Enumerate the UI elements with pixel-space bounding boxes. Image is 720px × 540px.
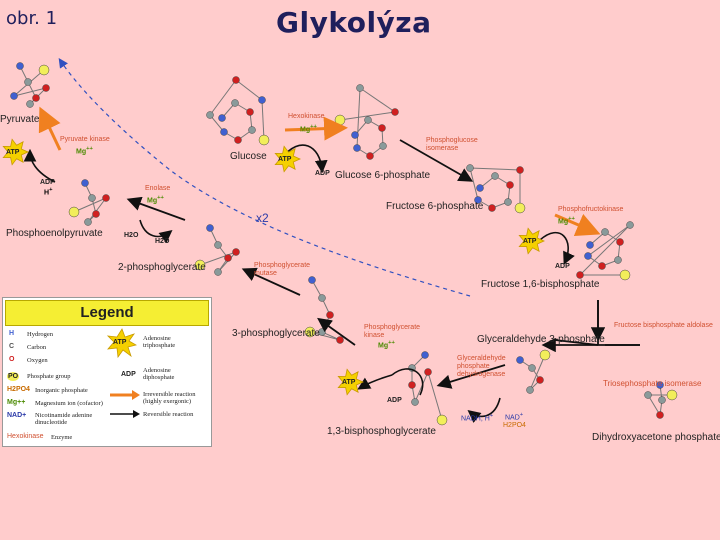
adp-pfk: ADP — [555, 263, 570, 270]
pi-gapdh: H2PO4 — [503, 422, 526, 429]
molecule-glucose — [206, 76, 270, 146]
legend-enzyme-label: Enzyme — [51, 434, 73, 441]
legend-oxygen-symbol: O — [9, 356, 15, 363]
legend-hydrogen-label: Hydrogen — [27, 331, 53, 338]
label-pyruvate: Pyruvate — [0, 114, 40, 125]
legend-title: Legend — [5, 300, 209, 326]
molecule-pep — [68, 179, 110, 226]
curve-enolase-water — [139, 219, 173, 243]
atp-label-pgk: ATP — [342, 379, 356, 386]
enzyme-hexokinase: Hexokinase — [288, 113, 325, 120]
nadh-gapdh: NADH, H+ — [461, 413, 494, 423]
legend-reversible-arrow-icon — [110, 410, 140, 418]
mg-enolase: Mg++ — [147, 195, 164, 205]
adp-hexokinase: ADP — [315, 170, 330, 177]
arrow-mutase — [241, 267, 301, 296]
mg-pfk: Mg++ — [558, 216, 575, 226]
atp-burst-pgk — [337, 368, 364, 396]
arrow-hexokinase — [284, 116, 348, 141]
legend-phosphate-label: Phosphate group — [27, 373, 71, 380]
legend-enzyme-symbol: Hexokinase — [7, 433, 44, 440]
enzyme-fructose-bisphosphate-aldolase: Fructose bisphosphate aldolase — [614, 322, 713, 329]
curve-pgk-atp — [357, 374, 393, 390]
mg-hexokinase: Mg++ — [300, 124, 317, 134]
atp-label-pyruvate-kinase: ATP — [6, 149, 20, 156]
legend-carbon-symbol: C — [9, 343, 15, 350]
molecule-gap — [516, 349, 551, 394]
enzyme-phosphoglucose-isomerase: Phosphoglucose isomerase — [426, 137, 478, 152]
legend-nad-symbol: NAD+ — [7, 412, 27, 419]
molecule-g6p — [334, 84, 399, 160]
label-fructose-1-6-bisphosphate: Fructose 1,6-bisphosphate — [481, 279, 600, 290]
legend-panel: Legend H Hydrogen C Carbon O Oxygen PO P… — [2, 297, 212, 447]
water-enolase-1: H2O — [124, 232, 139, 239]
adp-pgk: ADP — [387, 397, 402, 404]
legend-phosphate-symbol: PO — [7, 372, 20, 381]
curve-pgk-adp — [391, 368, 424, 396]
legend-hydrogen-symbol: H — [9, 330, 15, 337]
label-dihydroxyacetone-phosphate: Dihydroxyacetone phosphate — [592, 432, 720, 443]
legend-atp-burst-icon — [107, 328, 137, 358]
mg-pyruvate-kinase: Mg++ — [76, 146, 93, 156]
figure-label: obr. 1 — [6, 8, 58, 29]
atp-burst-pfk — [518, 227, 545, 255]
curve-pk-atp — [23, 148, 56, 183]
legend-atp-symbol: ATP — [113, 339, 127, 346]
legend-oxygen-label: Oxygen — [27, 357, 48, 364]
label-glyceraldehyde-3-phosphate: Glyceraldehyde 3-phosphate — [477, 334, 605, 345]
legend-carbon-label: Carbon — [27, 344, 47, 351]
mg-pgk: Mg++ — [378, 340, 395, 350]
enzyme-phosphoglycerate-mutase: Phosphoglycerate mutase — [254, 262, 311, 277]
multiplier-x2: x2 — [256, 211, 269, 225]
legend-pi-label: Inorganic phosphate — [35, 387, 88, 394]
molecule-bpg13 — [408, 351, 448, 426]
molecule-f16bp — [576, 221, 634, 281]
atp-burst-pk — [2, 138, 29, 166]
legend-nad-label: Nicotinamide adenine dinucleotide — [35, 412, 93, 426]
enzyme-triosephosphate-isomerase: Triosephosphate isomerase — [603, 379, 702, 388]
label-fructose-6-phosphate: Fructose 6-phosphate — [386, 201, 484, 212]
label-glucose: Glucose — [230, 151, 267, 162]
molecule-pg2 — [194, 224, 240, 276]
legend-mg-label: Magnesium ion (cofactor) — [35, 400, 103, 407]
enzyme-enolase: Enolase — [145, 185, 171, 192]
slide-title: Glykolýza — [276, 6, 432, 39]
legend-pi-symbol: H2PO4 — [7, 386, 30, 393]
pathway-guide-curve — [58, 58, 471, 297]
label-phosphoenolpyruvate: Phosphoenolpyruvate — [6, 228, 103, 239]
molecule-dhap — [644, 381, 678, 419]
nad-gapdh: NAD+ — [505, 412, 524, 422]
legend-atp-label: Adenosine triphosphate — [143, 335, 176, 349]
arrow-phosphofructokinase — [554, 213, 601, 237]
legend-reversible-label: Reversible reaction — [143, 411, 194, 418]
arrow-pyruvate-kinase — [38, 106, 62, 151]
enzyme-gapdh: Glyceraldehyde phosphate dehydrogenase — [457, 355, 506, 378]
arrow-enolase — [126, 196, 186, 221]
label-2-phosphoglycerate: 2-phosphoglycerate — [118, 262, 206, 273]
enzyme-pyruvate-kinase: Pyruvate kinase — [60, 136, 110, 143]
arrow-isomerase — [399, 139, 474, 182]
label-3-phosphoglycerate: 3-phosphoglycerate — [232, 328, 320, 339]
label-1-3-bisphosphoglycerate: 1,3-bisphosphoglycerate — [327, 426, 436, 437]
enzyme-phosphoglycerate-kinase: Phosphoglycerate kinase — [364, 324, 421, 339]
legend-mg-symbol: Mg++ — [7, 399, 26, 406]
legend-adp-label: Adenosine diphosphate — [143, 367, 175, 381]
legend-adp-symbol: ADP — [121, 371, 136, 378]
adp-pyruvate-kinase: ADP — [40, 179, 55, 186]
arrow-gapdh — [436, 364, 506, 389]
h-plus-pyruvate-kinase: H+ — [44, 187, 53, 197]
enzyme-phosphofructokinase: Phosphofructokinase — [558, 206, 624, 213]
water-enolase-2: H2O — [155, 238, 170, 245]
curve-gapdh-nad — [467, 397, 501, 423]
legend-irreversible-arrow-icon — [110, 390, 140, 400]
atp-label-hexokinase: ATP — [278, 156, 292, 163]
curve-pfk-atp — [539, 232, 575, 265]
label-glucose-6-phosphate: Glucose 6-phosphate — [335, 170, 431, 181]
atp-burst-hk — [274, 145, 301, 173]
molecule-pyr — [10, 62, 50, 108]
atp-label-pfk: ATP — [523, 238, 537, 245]
legend-irreversible-label: Irreversible reaction (highly exergonic) — [143, 391, 196, 405]
arrow-pgk — [317, 317, 356, 346]
